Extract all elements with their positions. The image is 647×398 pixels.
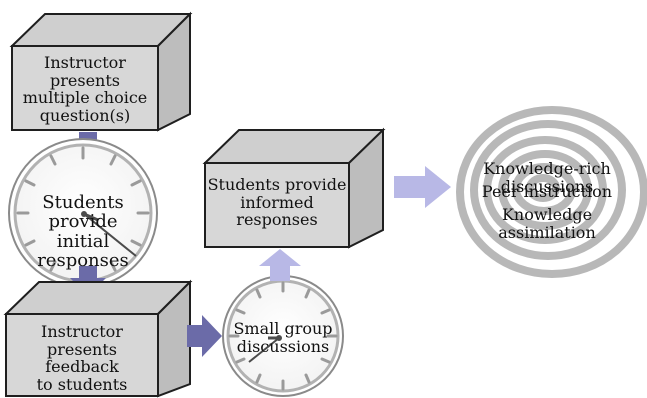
outcome-line-2: Peer instruction [481,182,613,201]
box-instructor-feedback [3,279,193,398]
box-instructor-feedback-label: Instructor presents feedback to students [36,322,128,394]
clock-small-group-label: Small group discussions [233,319,333,356]
clock-initial-responses-label: Students provide initial responses [37,192,129,272]
arrow-right-1 [187,315,222,357]
outcome-line-3: Knowledge assimilation [498,205,596,242]
arrow-right-2 [394,166,451,208]
spiral-graphic [456,106,647,278]
clock-small-group [222,275,344,397]
box-instructor-question [9,11,193,132]
box-instructor-question-label: Instructor presents multiple choice ques… [22,53,148,125]
box-informed-responses-label: Students provide informed responses [207,175,347,230]
clock-initial-responses [8,138,158,288]
arrow-up-1 [259,249,301,281]
outcome-line-1: Knowledge-rich discussions [483,159,611,196]
box-informed-responses [202,127,386,249]
